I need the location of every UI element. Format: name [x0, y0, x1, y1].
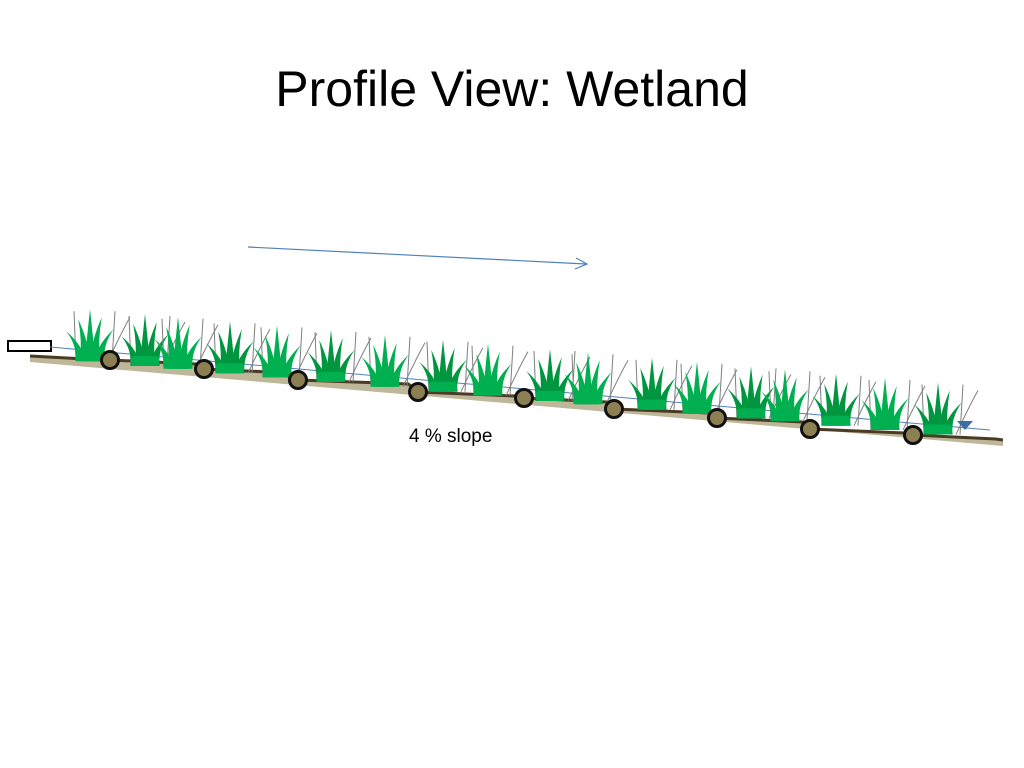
plant-stem: [298, 327, 303, 378]
plant-base: [574, 394, 602, 405]
plant-cluster: [419, 339, 484, 392]
plant-base: [638, 399, 666, 410]
plant-stem: [251, 323, 256, 374]
plant-base: [131, 355, 159, 366]
plant-stem: [402, 342, 426, 387]
plant-base: [429, 381, 457, 392]
plant-cluster: [206, 321, 271, 374]
water-level-triangle-icon: [957, 421, 973, 430]
log-circle: [194, 359, 214, 379]
plant-stem: [464, 341, 469, 392]
log-circle: [707, 408, 727, 428]
plant-cluster: [564, 352, 629, 405]
plant-stem: [509, 345, 514, 396]
plant-stem: [669, 365, 693, 411]
plant-stem: [609, 354, 614, 405]
plant-stem: [802, 377, 826, 422]
plant-stem: [460, 347, 484, 392]
inlet-pipe-icon: [7, 340, 52, 352]
plant-base: [263, 367, 291, 378]
plant-cluster: [526, 348, 591, 402]
log-circle: [604, 399, 624, 419]
plant-base: [822, 415, 850, 426]
log-circle: [800, 419, 820, 439]
plant-cluster: [253, 325, 318, 378]
plant-stem: [959, 384, 964, 435]
plant-stem: [505, 351, 529, 396]
slide-title: Profile View: Wetland: [275, 61, 749, 117]
plant-stem: [571, 350, 576, 402]
plant-base: [771, 411, 799, 422]
plant-base: [76, 351, 104, 362]
wetland-plants: [66, 309, 979, 435]
plant-base: [924, 424, 952, 435]
plant-base: [216, 363, 244, 374]
plant-stem: [605, 360, 629, 405]
log-circle: [514, 388, 534, 408]
plant-cluster: [673, 361, 738, 414]
plant-base: [317, 372, 345, 383]
plant-stem: [352, 332, 357, 383]
plant-cluster: [361, 334, 426, 387]
plant-cluster: [761, 369, 826, 422]
plant-base: [536, 390, 564, 401]
plant-base: [737, 408, 765, 419]
plant-cluster: [307, 330, 372, 383]
plant-cluster: [914, 382, 979, 435]
plant-stem: [906, 379, 911, 430]
plant-base: [371, 376, 399, 387]
plant-stem: [955, 390, 979, 435]
log-circle: [288, 370, 308, 390]
log-circle: [408, 382, 428, 402]
plant-stem: [857, 375, 862, 426]
plant-base: [683, 403, 711, 414]
log-circle: [903, 425, 923, 445]
plant-stem: [673, 359, 678, 410]
slope-label: 4 % slope: [409, 426, 493, 447]
plant-stem: [853, 381, 877, 426]
plant-cluster: [628, 357, 693, 411]
plant-cluster: [861, 377, 926, 431]
plant-stem: [406, 336, 411, 387]
plant-stem: [902, 385, 926, 431]
plant-stem: [806, 371, 811, 422]
log-circle: [100, 350, 120, 370]
plant-stem: [247, 329, 271, 374]
flow-arrow-icon: [247, 246, 589, 270]
plant-base: [871, 419, 899, 430]
plant-base: [164, 358, 192, 369]
log-check-dams: [100, 350, 923, 445]
plant-cluster: [464, 343, 529, 396]
plant-cluster: [812, 373, 877, 426]
plant-stem: [718, 363, 723, 414]
plant-base: [474, 385, 502, 396]
plant-cluster: [66, 309, 131, 362]
